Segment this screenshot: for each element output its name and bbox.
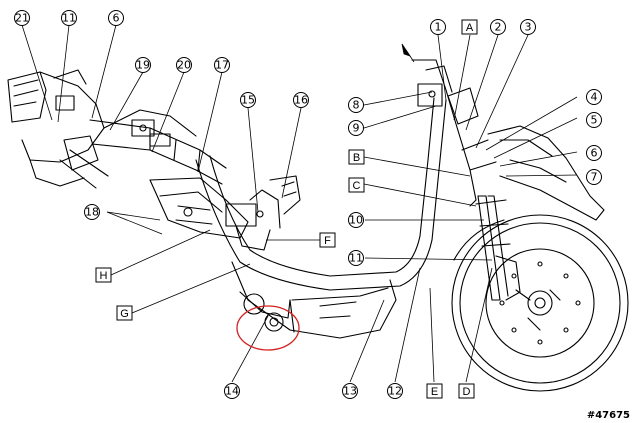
callout-6-top: 6: [108, 10, 124, 26]
callout-13: 13: [342, 383, 358, 399]
callout-G: G: [116, 305, 133, 321]
svg-text:B: B: [353, 152, 360, 164]
pointer-arrow-icon: [401, 43, 415, 63]
reference-number: #47675: [587, 410, 630, 421]
callout-H: H: [95, 267, 112, 283]
svg-text:20: 20: [177, 59, 191, 72]
highlight-ellipse: [236, 305, 300, 351]
svg-text:5: 5: [591, 114, 598, 127]
svg-text:3: 3: [525, 21, 532, 34]
svg-text:16: 16: [294, 94, 308, 107]
callout-7: 7: [586, 169, 602, 185]
callout-D: D: [458, 383, 475, 399]
svg-text:17: 17: [215, 59, 229, 72]
svg-text:9: 9: [353, 122, 360, 135]
callout-17: 17: [214, 57, 230, 73]
svg-text:19: 19: [136, 59, 150, 72]
callout-20: 20: [176, 57, 192, 73]
callout-A: A: [461, 19, 478, 35]
callout-labels: 21 11 6 19 20 17 15 16 18 14 13 12 8 9 1…: [14, 10, 602, 399]
callout-2: 2: [490, 19, 506, 35]
svg-text:F: F: [324, 235, 331, 247]
leader-lines: [21, 24, 578, 383]
callout-11-top: 11: [61, 10, 77, 26]
callout-6-right: 6: [586, 145, 602, 161]
brake-disc-holes: [499, 261, 581, 345]
callout-B: B: [348, 149, 365, 165]
callout-19: 19: [135, 57, 151, 73]
callout-E: E: [426, 383, 443, 399]
callout-11-mid: 11: [348, 250, 364, 266]
callout-9: 9: [348, 120, 364, 136]
callout-F: F: [319, 232, 336, 248]
svg-text:A: A: [466, 22, 474, 34]
svg-text:14: 14: [225, 385, 239, 398]
svg-text:D: D: [463, 386, 471, 398]
svg-text:6: 6: [591, 147, 598, 160]
svg-text:11: 11: [349, 252, 363, 265]
svg-text:G: G: [120, 308, 129, 320]
frame-drawing: [7, 59, 629, 392]
callout-14: 14: [224, 383, 240, 399]
svg-text:H: H: [100, 270, 108, 282]
svg-text:7: 7: [591, 171, 598, 184]
callout-C: C: [348, 177, 365, 193]
svg-text:4: 4: [591, 91, 598, 104]
svg-text:11: 11: [62, 12, 76, 25]
svg-text:2: 2: [495, 21, 502, 34]
svg-text:6: 6: [113, 12, 120, 25]
svg-text:12: 12: [388, 385, 402, 398]
callout-12: 12: [387, 383, 403, 399]
callout-15: 15: [240, 92, 256, 108]
callout-21: 21: [14, 10, 30, 26]
svg-text:13: 13: [343, 385, 357, 398]
callout-4: 4: [586, 89, 602, 105]
svg-text:C: C: [353, 180, 361, 192]
svg-text:10: 10: [349, 214, 363, 227]
callout-1: 1: [430, 19, 446, 35]
callout-10: 10: [348, 212, 364, 228]
svg-text:18: 18: [85, 206, 99, 219]
svg-text:21: 21: [15, 12, 29, 25]
callout-3: 3: [520, 19, 536, 35]
callout-18: 18: [84, 204, 100, 220]
callout-5: 5: [586, 112, 602, 128]
callout-16: 16: [293, 92, 309, 108]
callout-8: 8: [348, 97, 364, 113]
svg-text:E: E: [431, 386, 438, 398]
svg-text:8: 8: [353, 99, 360, 112]
svg-text:15: 15: [241, 94, 255, 107]
svg-text:1: 1: [435, 21, 442, 34]
